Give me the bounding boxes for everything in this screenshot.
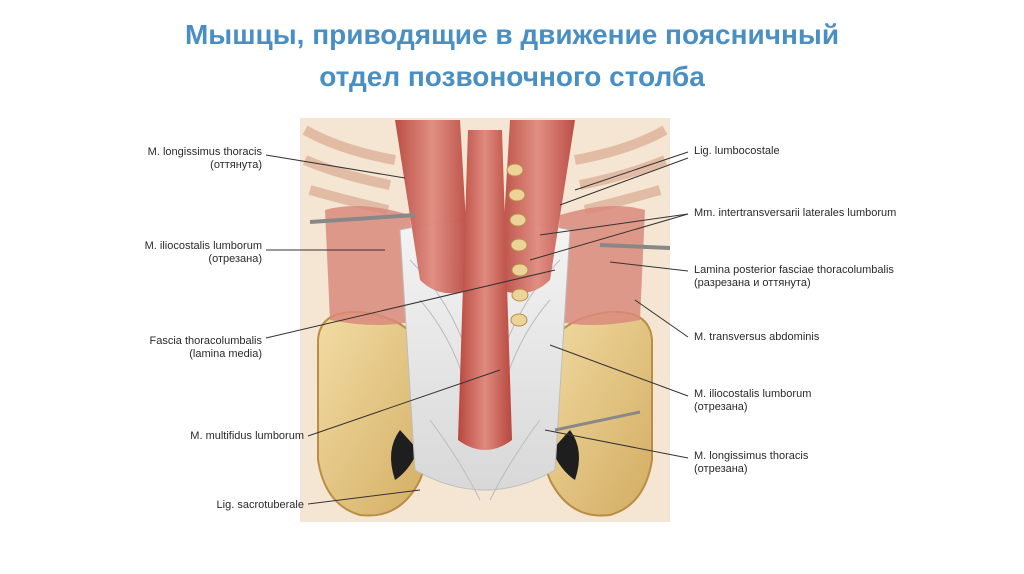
right-lateral-muscle: [550, 206, 645, 325]
label-multifidus-lumborum: M. multifidus lumborum: [190, 430, 304, 442]
title-line-2: отдел позвоночного столба: [319, 61, 705, 92]
left-probe: [309, 213, 416, 224]
vertebrae: [506, 163, 529, 327]
label-sacrotuberale: Lig. sacrotuberale: [216, 499, 304, 511]
left-lateral-muscle: [325, 206, 420, 325]
lower-probe: [554, 410, 641, 432]
label-fascia-thoracolumbalis: Fascia thoracolumbalis (lamina media): [149, 335, 263, 360]
title-line-1: Мышцы, приводящие в движение поясничный: [184, 19, 840, 50]
slide-title: Мышцы, приводящие в движение поясничный …: [0, 14, 1024, 98]
label-longissimus-thoracis-right: M. longissimus thoracis (отрезана): [694, 450, 809, 475]
label-transversus-abdominis: M. transversus abdominis: [694, 331, 820, 343]
label-longissimus-thoracis-left: M. longissimus thoracis (оттянута): [147, 146, 262, 171]
left-erector-muscle: [395, 120, 470, 294]
label-lumbocostale: Lig. lumbocostale: [694, 145, 780, 157]
right-probe: [599, 243, 671, 250]
label-iliocostalis-lumborum-left: M. iliocostalis lumborum (отрезана): [144, 240, 262, 265]
leader-lines: [265, 151, 689, 505]
label-lamina-posterior: Lamina posterior fasciae thoracolumbalis…: [694, 264, 894, 289]
fascia-fibers: [409, 259, 561, 501]
right-foramen: [552, 430, 579, 480]
left-foramen: [391, 430, 418, 480]
label-iliocostalis-lumborum-right: M. iliocostalis lumborum (отрезана): [694, 388, 812, 413]
label-intertransversarii: Mm. intertransversarii laterales lumboru…: [694, 207, 897, 219]
